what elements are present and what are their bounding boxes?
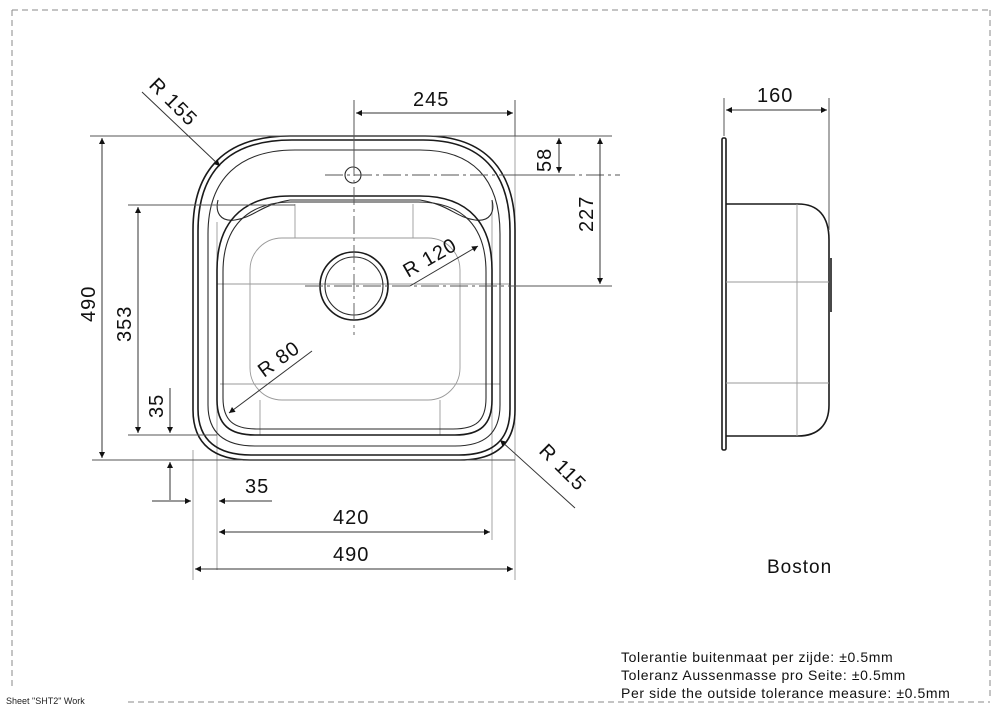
radius-115: R 115 [534, 440, 590, 496]
dimensions-top-view: 245 58 227 490 353 35 35 420 490 [78, 74, 612, 572]
sheet-frame [11, 9, 991, 703]
dim-420: 420 [333, 507, 369, 529]
dim-35-vertical: 35 [146, 394, 168, 418]
sheet-label: Sheet "SHT2" Work [6, 696, 85, 706]
dim-160: 160 [757, 85, 793, 107]
dim-490-vertical: 490 [78, 286, 100, 322]
dim-35-horizontal: 35 [245, 476, 269, 498]
tolerance-note-dutch: Tolerantie buitenmaat per zijde: ±0.5mm [621, 649, 894, 665]
dim-227: 227 [576, 196, 598, 232]
dim-490-horizontal: 490 [333, 544, 369, 566]
tolerance-note-german: Toleranz Aussenmasse pro Seite: ±0.5mm [621, 667, 906, 683]
tap-ledge [216, 199, 494, 221]
side-view: 160 [721, 85, 832, 451]
model-name: Boston [767, 557, 833, 578]
tolerance-note-english: Per side the outside tolerance measure: … [621, 685, 951, 701]
dim-353: 353 [114, 306, 136, 342]
dim-245: 245 [413, 89, 449, 111]
bowl-outline [216, 195, 493, 436]
dim-58: 58 [534, 148, 556, 172]
radius-120: R 120 [400, 234, 462, 282]
